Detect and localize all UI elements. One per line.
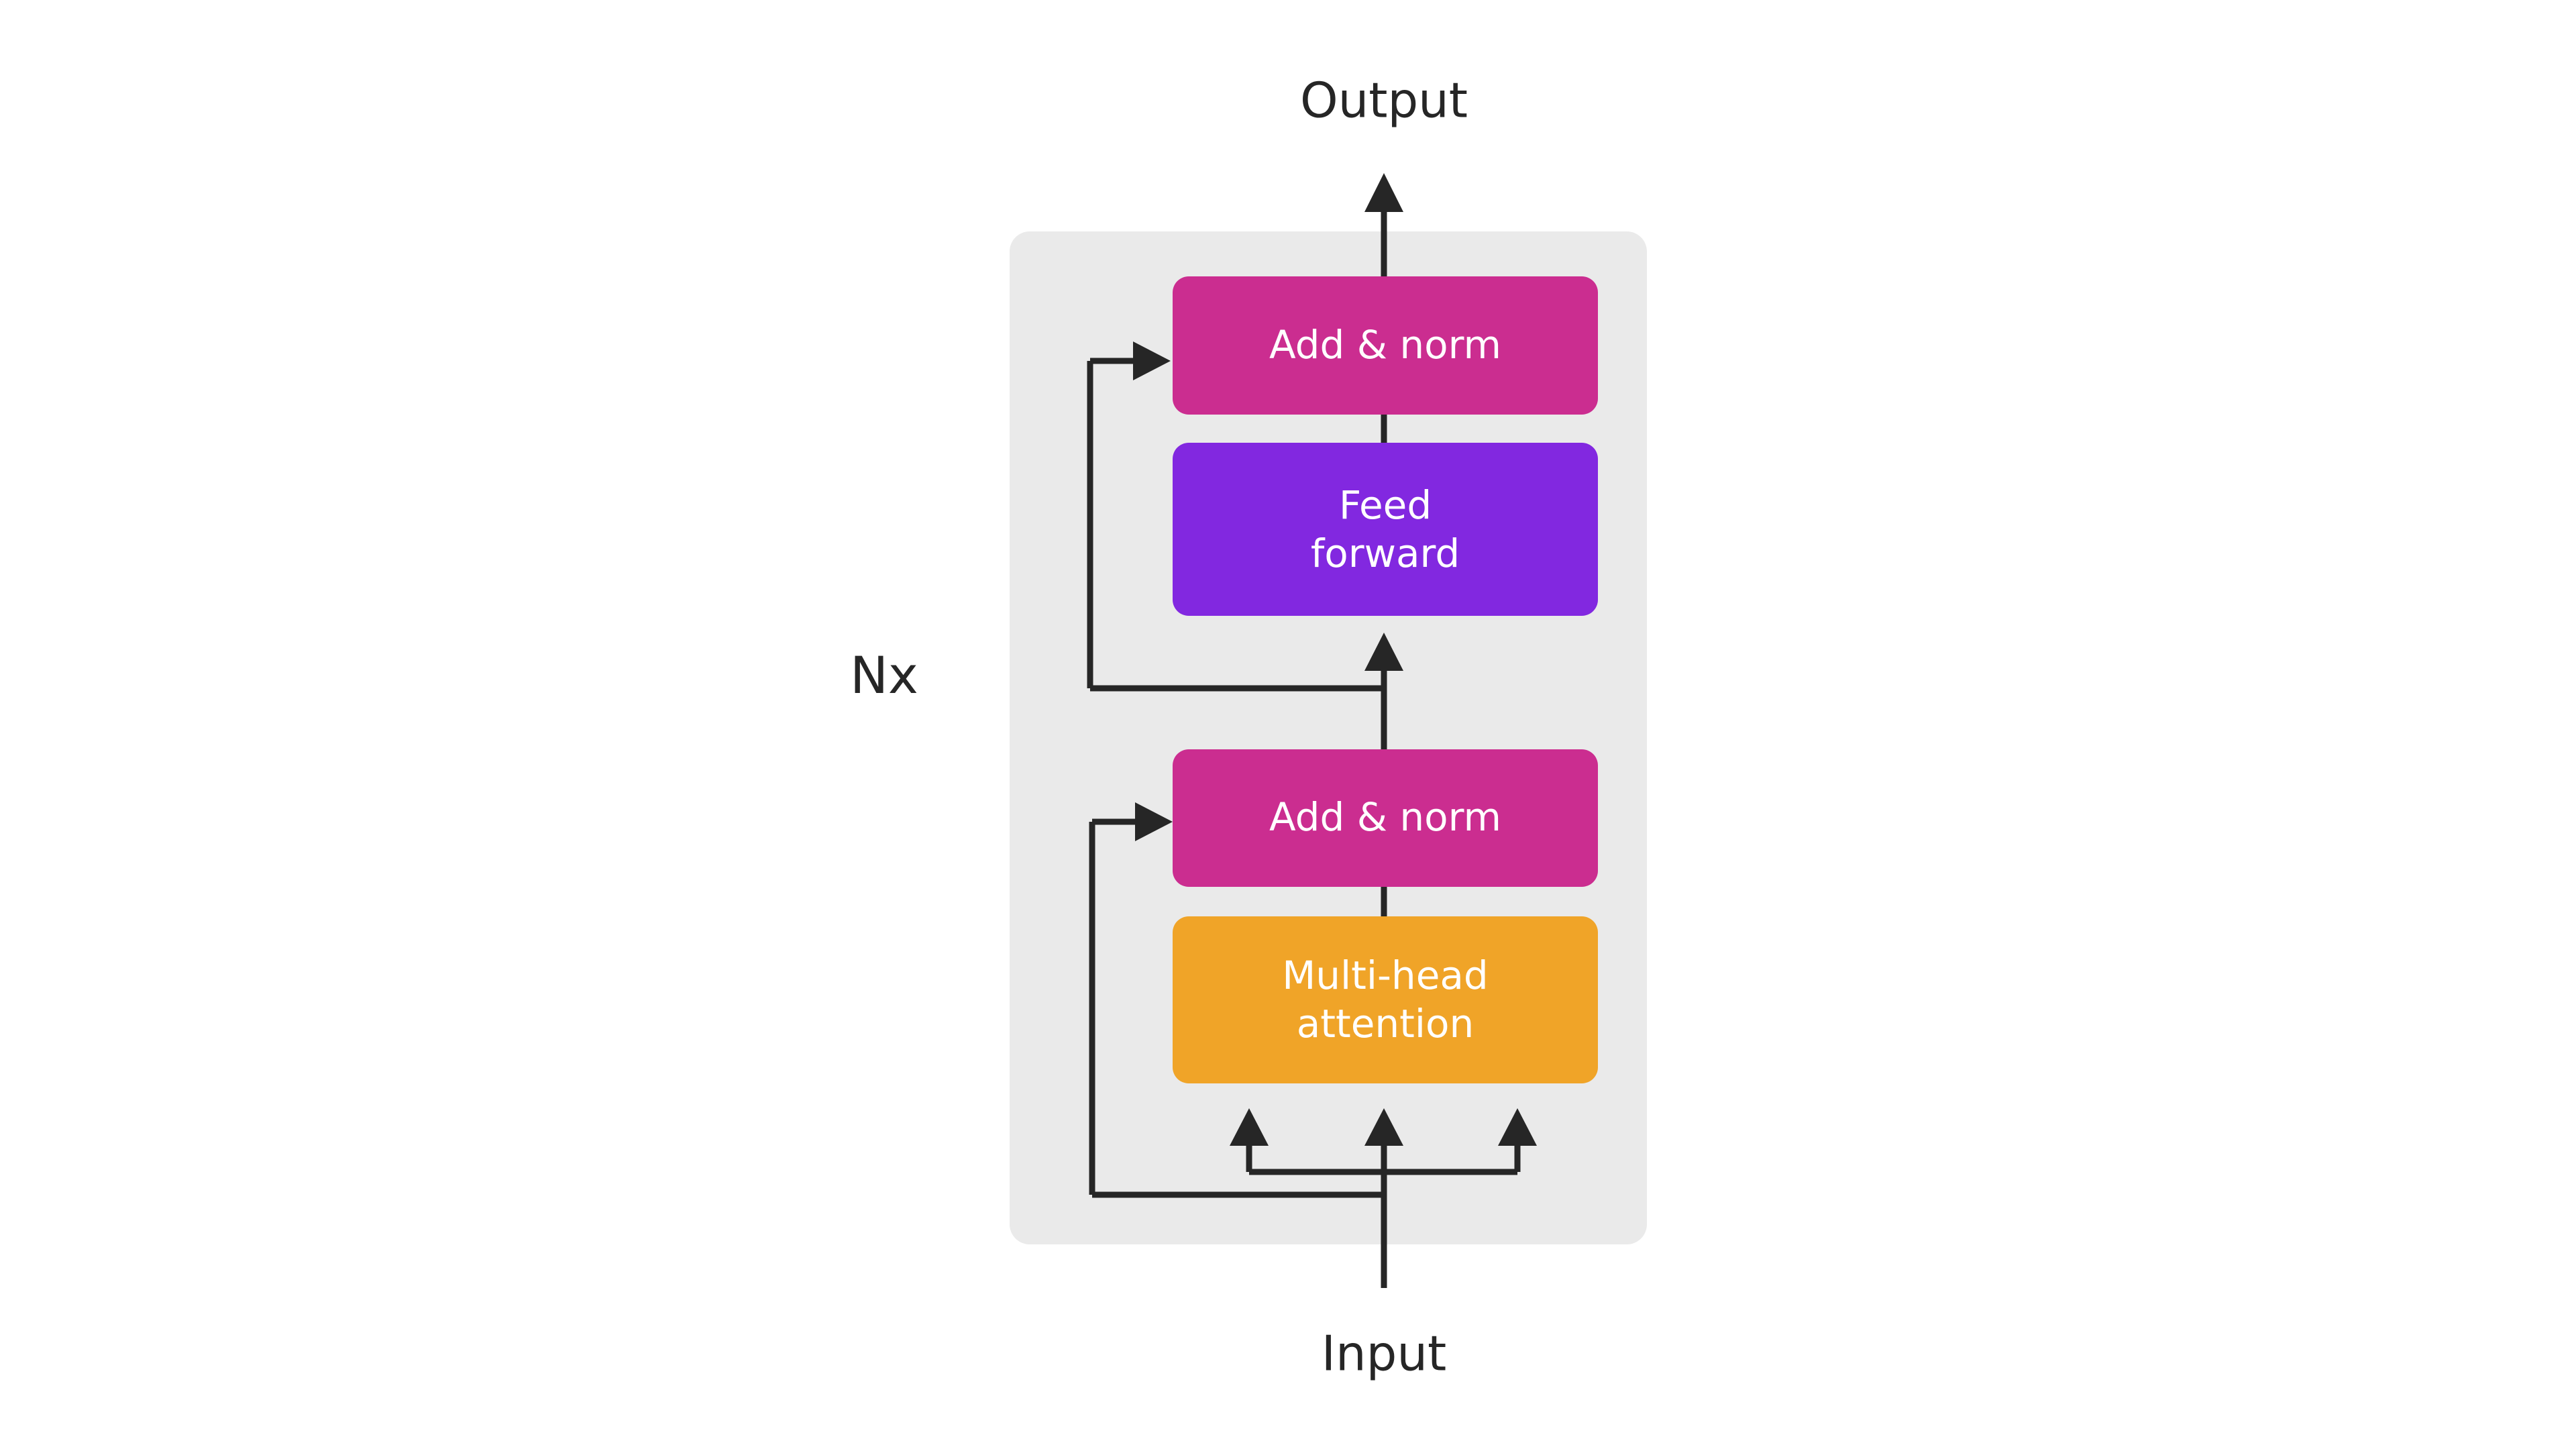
feed-forward-label-line2: forward [1311,531,1460,576]
block-feed-forward[interactable]: Feed forward [1173,443,1598,616]
add-norm-bottom-rect[interactable] [1173,749,1598,887]
feed-forward-rect[interactable] [1173,443,1598,616]
qkv-key-arrowhead [1364,1108,1403,1146]
multi-head-attention-label-line2: attention [1297,1001,1474,1046]
addnorm-to-feedforward-arrowhead [1364,633,1403,671]
output-label: Output [1300,72,1468,129]
feed-forward-label-line1: Feed [1339,482,1432,528]
block-add-norm-top[interactable]: Add & norm [1173,276,1598,415]
add-norm-bottom-label: Add & norm [1269,794,1501,840]
output-arrowhead [1364,173,1403,212]
residual-upper-arrowhead [1133,341,1171,380]
add-norm-top-label: Add & norm [1269,322,1501,368]
repeat-count-label: Nx [850,645,918,705]
block-multi-head-attention[interactable]: Multi-head attention [1173,916,1598,1083]
block-add-norm-bottom[interactable]: Add & norm [1173,749,1598,887]
qkv-query-arrowhead [1230,1108,1269,1146]
add-norm-top-rect[interactable] [1173,276,1598,415]
multi-head-attention-rect[interactable] [1173,916,1598,1083]
connectors [1087,173,1537,1288]
multi-head-attention-label-line1: Multi-head [1282,953,1489,998]
input-label: Input [1322,1326,1446,1382]
qkv-value-arrowhead [1498,1108,1537,1146]
residual-lower-arrowhead [1135,802,1173,841]
